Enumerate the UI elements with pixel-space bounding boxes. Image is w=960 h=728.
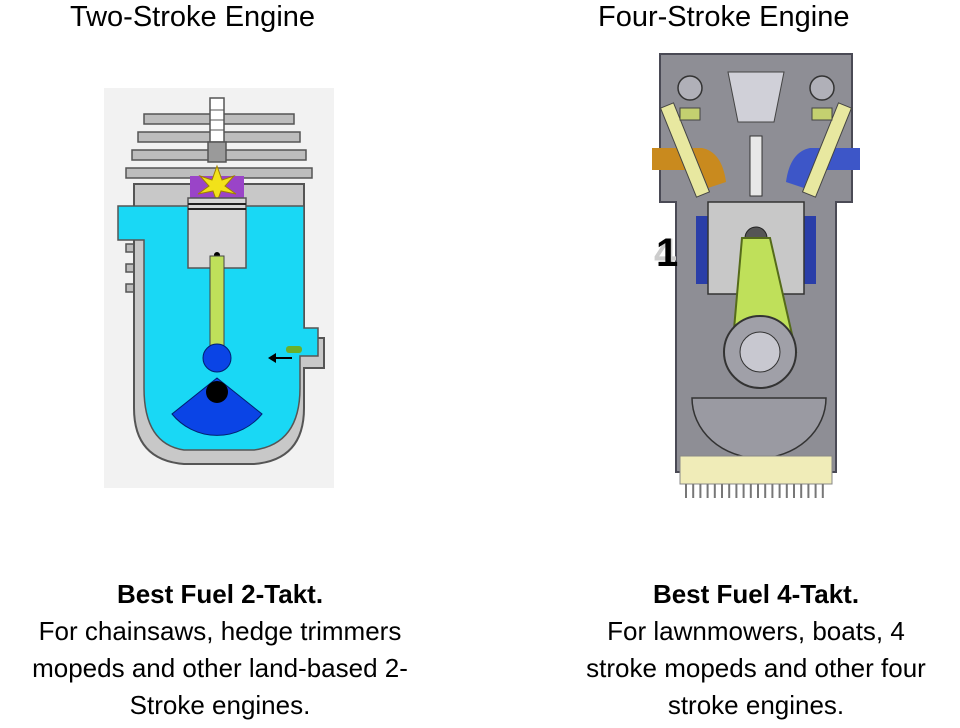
two-stroke-caption: Best Fuel 2-Takt. For chainsaws, hedge t… bbox=[0, 576, 440, 724]
spark-plug bbox=[207, 97, 227, 163]
two-stroke-title: Two-Stroke Engine bbox=[70, 1, 316, 33]
exhaust-valve bbox=[801, 102, 853, 198]
cylinder-walls bbox=[696, 216, 816, 284]
caption-line: For chainsaws, hedge trimmers bbox=[38, 616, 402, 646]
crankshaft bbox=[723, 315, 797, 389]
two-stroke-fuel-label: Best Fuel 2-Takt. bbox=[116, 579, 324, 609]
spark-plug bbox=[749, 135, 763, 197]
oil-sump bbox=[679, 455, 833, 485]
stroke-number-ghost: 4 bbox=[654, 231, 677, 275]
caption-line: Stroke engines. bbox=[129, 690, 311, 720]
caption-line: stroke engines. bbox=[667, 690, 845, 720]
valve-rockers bbox=[677, 71, 835, 123]
two-stroke-engine-diagram bbox=[104, 88, 334, 488]
sump-fins bbox=[685, 484, 824, 498]
intake-arrow-icon bbox=[268, 346, 302, 363]
four-stroke-engine-diagram: 4 1 bbox=[650, 52, 862, 508]
crankshaft bbox=[171, 343, 263, 436]
caption-line: For lawnmowers, boats, 4 bbox=[607, 616, 905, 646]
four-stroke-caption: Best Fuel 4-Takt. For lawnmowers, boats,… bbox=[552, 576, 960, 724]
caption-line: stroke mopeds and other four bbox=[586, 653, 926, 683]
four-stroke-title: Four-Stroke Engine bbox=[598, 1, 850, 33]
four-stroke-fuel-label: Best Fuel 4-Takt. bbox=[652, 579, 860, 609]
intake-valve bbox=[659, 102, 711, 198]
stroke-number: 1 bbox=[656, 231, 678, 275]
caption-line: mopeds and other land-based 2- bbox=[32, 653, 408, 683]
